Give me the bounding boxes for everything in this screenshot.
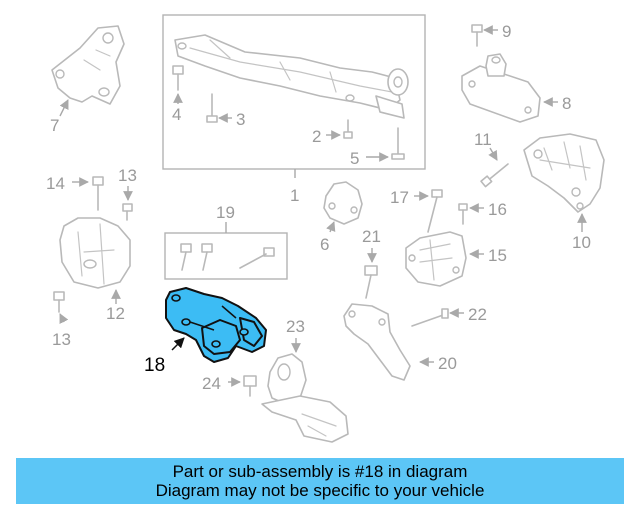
part-16-bolt[interactable]: 16 bbox=[458, 200, 507, 225]
part-17-bolt[interactable]: 17 bbox=[390, 188, 443, 233]
callout-24: 24 bbox=[202, 374, 221, 393]
callout-2: 2 bbox=[312, 127, 321, 146]
callout-3: 3 bbox=[236, 110, 245, 129]
part-11-bolt[interactable]: 11 bbox=[474, 130, 509, 188]
part-22-bolt[interactable]: 22 bbox=[411, 305, 487, 327]
part-7-bracket[interactable]: 7 bbox=[50, 25, 125, 135]
callout-10: 10 bbox=[572, 233, 591, 252]
callout-11: 11 bbox=[474, 130, 492, 149]
callout-9: 9 bbox=[502, 22, 511, 41]
part-4-bolt[interactable]: 4 bbox=[172, 65, 184, 124]
part-2-bolt[interactable]: 2 bbox=[312, 119, 353, 146]
part-10-bracket[interactable]: 10 bbox=[523, 133, 605, 252]
part-18-highlighted-bracket[interactable]: 18 bbox=[144, 287, 267, 376]
callout-21: 21 bbox=[362, 227, 381, 246]
callout-12: 12 bbox=[106, 304, 125, 323]
callout-13-lower: 13 bbox=[52, 330, 71, 349]
callout-22: 22 bbox=[468, 305, 487, 324]
callout-20: 20 bbox=[438, 354, 457, 373]
part-20-bracket[interactable]: 20 bbox=[343, 303, 457, 381]
callout-6: 6 bbox=[320, 235, 329, 254]
part-6-mount[interactable]: 6 bbox=[320, 181, 363, 254]
callout-8: 8 bbox=[562, 94, 571, 113]
part-1-crossmember[interactable]: 1 bbox=[162, 14, 426, 205]
callout-7: 7 bbox=[50, 116, 59, 135]
callout-14: 14 bbox=[46, 174, 65, 193]
part-19-bolt-kit[interactable]: 19 bbox=[164, 203, 288, 280]
callout-19: 19 bbox=[216, 203, 235, 222]
part-15-mount[interactable]: 15 bbox=[405, 231, 507, 287]
callout-5: 5 bbox=[350, 149, 359, 168]
callout-13-upper: 13 bbox=[118, 166, 137, 185]
part-8-mount[interactable]: 8 bbox=[461, 53, 571, 123]
part-14-bolt[interactable]: 14 bbox=[46, 174, 104, 211]
callout-23: 23 bbox=[286, 317, 305, 336]
part-13-bolt-lower[interactable]: 13 bbox=[52, 291, 71, 349]
info-banner: Part or sub-assembly is #18 in diagram D… bbox=[16, 458, 624, 504]
callout-1: 1 bbox=[290, 186, 299, 205]
part-23-mount[interactable]: 23 bbox=[261, 317, 349, 443]
callout-15: 15 bbox=[488, 246, 507, 265]
callout-4: 4 bbox=[172, 105, 181, 124]
banner-line-2: Diagram may not be specific to your vehi… bbox=[155, 481, 485, 500]
part-9-bolt[interactable]: 9 bbox=[471, 22, 511, 47]
callout-17: 17 bbox=[390, 188, 409, 207]
part-24-bolt[interactable]: 24 bbox=[202, 374, 257, 397]
parts-diagram: 1 4 3 2 5 7 bbox=[46, 14, 605, 443]
banner-line-1: Part or sub-assembly is #18 in diagram bbox=[172, 462, 468, 481]
part-21-bolt[interactable]: 21 bbox=[362, 227, 381, 299]
callout-18: 18 bbox=[144, 355, 165, 376]
part-3-bolt[interactable]: 3 bbox=[206, 93, 245, 129]
part-5-bolt[interactable]: 5 bbox=[350, 127, 405, 168]
part-12-mount[interactable]: 12 bbox=[59, 217, 131, 323]
part-13-bolt-upper[interactable]: 13 bbox=[118, 166, 137, 221]
callout-16: 16 bbox=[488, 200, 507, 219]
